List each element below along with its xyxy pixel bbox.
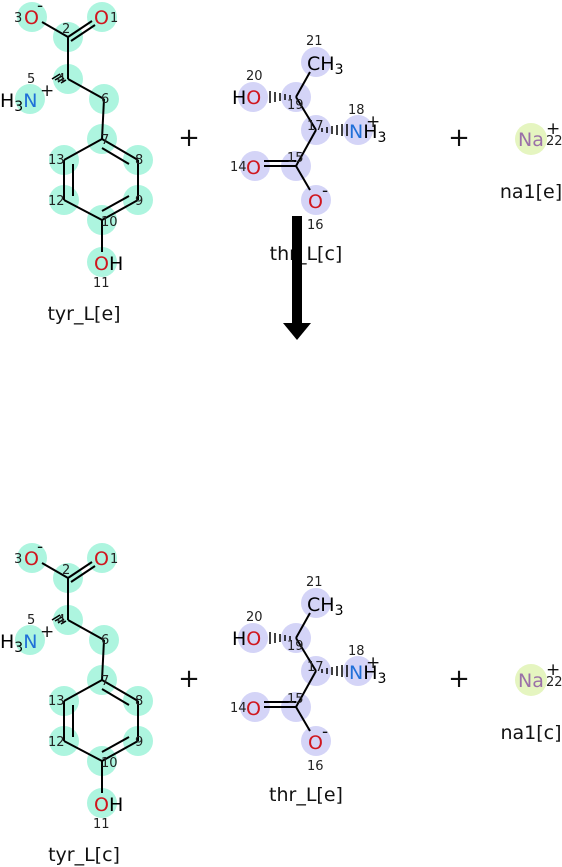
atom-number: 9: [135, 735, 143, 750]
top-na-caption: na1[e]: [500, 181, 562, 203]
atom-number: 2: [62, 22, 70, 37]
atom-number: 4: [57, 613, 65, 628]
atom-number: 22: [546, 134, 562, 149]
atom-number: 14: [230, 160, 247, 175]
product-thr: 21 CH3 20 HO 19 17 18 NH3 + 15 14 O O - …: [230, 575, 386, 806]
atom-number: 20: [246, 610, 263, 625]
atom-number: 19: [287, 98, 304, 113]
top-thr-caption: thr_L[c]: [270, 243, 343, 265]
atom-ho: HO: [232, 87, 261, 109]
atom-o16: O: [308, 732, 323, 754]
atom-o3: O: [24, 7, 39, 29]
atom-number: 16: [307, 218, 324, 233]
top-tyr-caption: tyr_L[e]: [47, 303, 120, 325]
atom-oh: OH: [94, 253, 123, 275]
atom-number: 10: [101, 756, 118, 771]
atom-number: 18: [348, 644, 365, 659]
atom-number: 14: [230, 701, 247, 716]
atom-nh3: H3N: [0, 90, 37, 115]
plus-sign: +: [448, 123, 470, 153]
plus-sign: +: [178, 123, 200, 153]
charge-plus: +: [546, 119, 560, 139]
atom-ho: HO: [232, 628, 261, 650]
atom-o3: O: [24, 548, 39, 570]
atom-number: 3: [14, 11, 22, 26]
atom-o14: O: [246, 157, 261, 179]
atom-o14: O: [246, 698, 261, 720]
atom-number: 7: [101, 133, 109, 148]
charge-minus: -: [37, 537, 43, 557]
bottom-na-caption: na1[c]: [500, 722, 561, 744]
atom-o1: O: [94, 7, 109, 29]
atom-number: 6: [101, 633, 109, 648]
atom-number: 3: [14, 552, 22, 567]
atom-number: 13: [48, 694, 65, 709]
atom-number: 21: [306, 575, 323, 590]
atom-ch3: CH3: [307, 594, 343, 619]
atom-number: 17: [307, 660, 324, 675]
atom-number: 9: [135, 194, 143, 209]
atom-number: 22: [546, 675, 562, 690]
atom-nh3: H3N: [0, 631, 37, 656]
atom-number: 8: [135, 153, 143, 168]
atom-o1: O: [94, 548, 109, 570]
atom-number: 15: [287, 151, 304, 166]
charge-plus: +: [366, 112, 380, 132]
charge-plus: +: [40, 81, 54, 101]
charge-plus: +: [40, 622, 54, 642]
atom-na: Na: [518, 129, 544, 151]
charge-minus: -: [322, 181, 328, 201]
atom-number: 20: [246, 69, 263, 84]
bottom-tyr-caption: tyr_L[c]: [48, 844, 120, 866]
product-na: Na + 22 na1[c]: [500, 660, 562, 744]
atom-number: 12: [48, 735, 65, 750]
atom-na: Na: [518, 670, 544, 692]
down-arrow: [283, 216, 311, 340]
atom-number: 16: [307, 759, 324, 774]
atom-number: 12: [48, 194, 65, 209]
charge-plus: +: [546, 660, 560, 680]
atom-number: 11: [93, 276, 110, 291]
atom-number: 21: [306, 34, 323, 49]
atom-number: 4: [57, 72, 65, 87]
atom-number: 7: [101, 674, 109, 689]
atom-nh3-thr: NH3: [349, 121, 386, 146]
atom-number: 1: [110, 11, 118, 26]
charge-minus: -: [37, 0, 43, 16]
bottom-thr-caption: thr_L[e]: [269, 784, 343, 806]
atom-o16: O: [308, 191, 323, 213]
atom-number: 17: [307, 119, 324, 134]
reactant-tyr: O - 3 O 1 2 4 5 H3N + 6 7 8 9 10 12 13 O…: [0, 0, 154, 325]
atom-number: 15: [287, 692, 304, 707]
atom-number: 2: [62, 563, 70, 578]
atom-number: 5: [27, 613, 35, 628]
atom-number: 11: [93, 817, 110, 832]
atom-number: 5: [27, 72, 35, 87]
atom-number: 13: [48, 153, 65, 168]
atom-number: 10: [101, 215, 118, 230]
atom-ch3: CH3: [307, 53, 343, 78]
plus-sign: +: [178, 664, 200, 694]
reactant-na: Na + 22 na1[e]: [500, 119, 562, 203]
reactant-thr: 21 CH3 20 HO 19 17 18 NH3 + 15 14 O O - …: [230, 34, 386, 265]
plus-sign: +: [448, 664, 470, 694]
product-tyr: O - 3 O 1 2 4 5 H3N + 6 7 8 9 10 12 13 O…: [0, 537, 154, 866]
atom-nh3-thr: NH3: [349, 662, 386, 687]
atom-number: 18: [348, 103, 365, 118]
atom-number: 6: [101, 92, 109, 107]
atom-number: 19: [287, 639, 304, 654]
atom-number: 1: [110, 552, 118, 567]
charge-plus: +: [366, 653, 380, 673]
atom-oh: OH: [94, 794, 123, 816]
charge-minus: -: [322, 722, 328, 742]
atom-number: 8: [135, 694, 143, 709]
